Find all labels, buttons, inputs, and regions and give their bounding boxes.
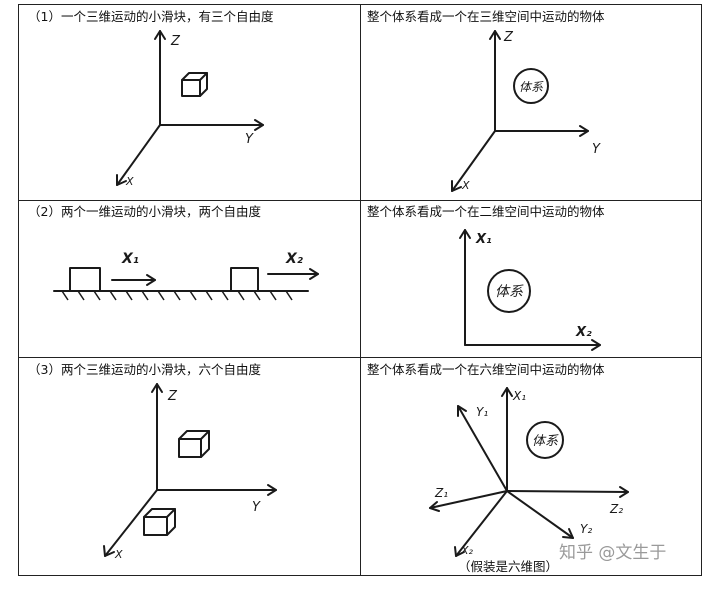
axis-x2 (464, 339, 601, 351)
block-2 (230, 267, 259, 292)
axis-z (154, 30, 166, 126)
axis-x2-label: X₂ (460, 544, 474, 557)
track-hatching (61, 290, 293, 301)
row3-right-caption: 整个体系看成一个在六维空间中运动的物体 (367, 362, 605, 377)
axis-y2-label: Y₂ (580, 522, 592, 536)
axis-x2-label: X₂ (575, 325, 592, 340)
axis-y2 (506, 490, 574, 539)
axis-z-label: Z (503, 30, 514, 45)
row2-left-diagram: X₁ X₂ (53, 251, 319, 301)
axis-z (151, 383, 163, 491)
axis-x1 (459, 229, 471, 346)
axis-z2 (506, 486, 629, 498)
axis-y (159, 119, 264, 131)
row-divider-2 (19, 357, 701, 358)
row2-left-caption: （2）两个一维运动的小滑块，两个自由度 (28, 204, 261, 219)
watermark: 知乎 @文生于 (559, 543, 667, 563)
cube-icon (143, 508, 176, 536)
axis-x-label: X (461, 179, 470, 192)
axis-x-label: X (125, 175, 134, 188)
axis-y-label: Y (245, 132, 254, 147)
system-label: 体系 (532, 434, 559, 449)
column-divider (360, 5, 361, 575)
block-1 (69, 267, 101, 292)
axis-z-label: Z (170, 34, 181, 49)
axis-x1 (501, 387, 513, 492)
footnote: （假装是六维图） (458, 559, 559, 574)
axis-y1 (457, 405, 508, 492)
system-label: 体系 (519, 80, 544, 94)
axis-z1-label: Z₁ (434, 486, 448, 500)
label-x2: X₂ (285, 251, 304, 267)
system-circle (526, 421, 564, 459)
row1-right-diagram: Z Y X 体系 (451, 30, 601, 192)
system-label: 体系 (495, 284, 524, 300)
label-x1: X₁ (121, 251, 139, 267)
axis-x2 (454, 490, 508, 557)
axis-x (116, 124, 161, 186)
axis-x (103, 489, 158, 557)
axis-x1-label: X₁ (475, 232, 492, 247)
comparison-table (18, 4, 702, 576)
cube-icon (181, 72, 208, 97)
axis-x-label: X (114, 548, 123, 561)
axis-y-label: Y (252, 500, 261, 515)
axis-z (489, 30, 501, 132)
axis-y1-label: Y₁ (476, 405, 488, 419)
row3-left-diagram: Z Y X (103, 383, 277, 561)
axis-y-label: Y (592, 142, 601, 157)
row2-right-diagram: X₁ X₂ 体系 (459, 229, 601, 351)
system-circle (487, 269, 531, 313)
system-circle (513, 68, 549, 104)
axis-x1-label: X₁ (512, 389, 526, 403)
row-divider-1 (19, 200, 701, 201)
row1-right-caption: 整个体系看成一个在三维空间中运动的物体 (367, 9, 605, 24)
row1-left-diagram: Z Y X (116, 30, 264, 188)
axis-y (494, 125, 589, 137)
row3-left-caption: （3）两个三维运动的小滑块，六个自由度 (28, 362, 261, 377)
row3-right-diagram: X₁ Y₁ Z₁ Z₂ Y₂ X₂ 体系 (429, 387, 629, 557)
row1-left-caption: （1）一个三维运动的小滑块，有三个自由度 (28, 9, 274, 24)
axis-z-label: Z (167, 389, 178, 404)
arrow-x2 (267, 268, 319, 280)
axis-z1 (429, 490, 508, 512)
axis-z2-label: Z₂ (609, 502, 623, 516)
row2-right-caption: 整个体系看成一个在二维空间中运动的物体 (367, 204, 605, 219)
cube-icon (178, 430, 210, 458)
axis-x (451, 130, 496, 192)
axis-y (156, 484, 277, 496)
arrow-x1 (111, 274, 156, 286)
